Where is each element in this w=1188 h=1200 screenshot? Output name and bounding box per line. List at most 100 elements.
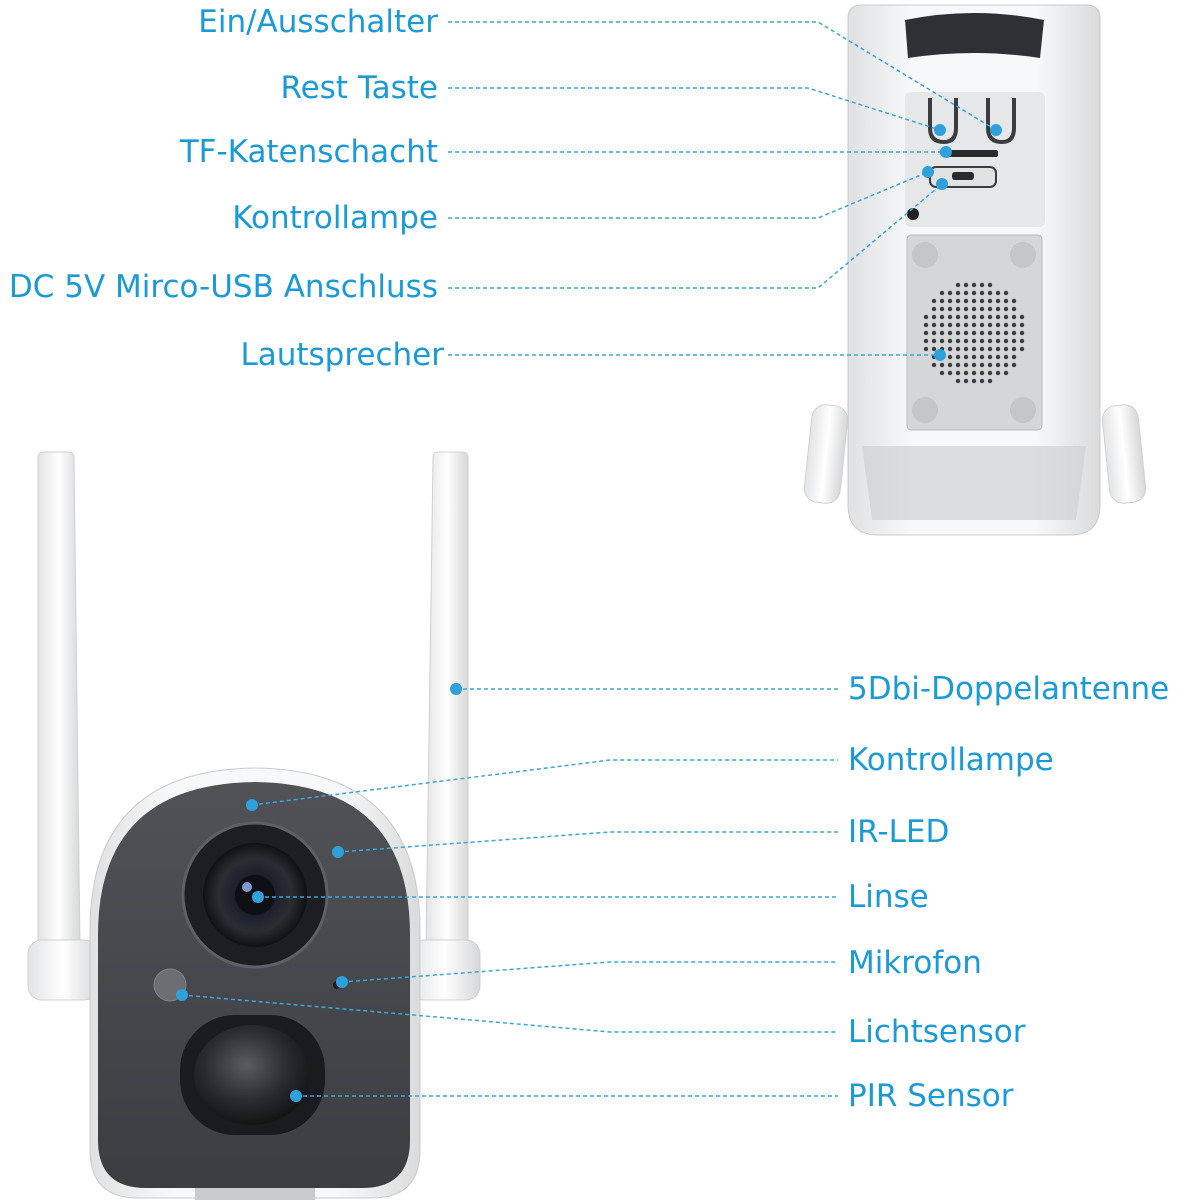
speaker-hole <box>923 314 929 320</box>
speaker-hole <box>955 354 961 360</box>
label-indicator-lamp-front: Kontrollampe <box>848 742 1054 778</box>
tf-slot-shape <box>946 150 998 157</box>
speaker-hole <box>995 298 1001 304</box>
speaker-hole <box>1003 290 1009 296</box>
speaker-screw <box>912 397 938 423</box>
speaker-hole <box>1011 298 1017 304</box>
label-microphone: Mikrofon <box>848 945 982 981</box>
speaker-hole <box>971 306 977 312</box>
speaker-hole <box>947 306 953 312</box>
speaker-hole <box>987 306 993 312</box>
speaker-hole <box>971 290 977 296</box>
speaker-hole <box>971 298 977 304</box>
speaker-hole <box>1019 314 1025 320</box>
label-reset-button: Rest Taste <box>280 70 438 106</box>
lens-reflection <box>242 882 252 892</box>
speaker-hole <box>923 338 929 344</box>
speaker-hole <box>1011 330 1017 336</box>
speaker-hole <box>963 354 969 360</box>
callout-dots <box>176 124 1002 1102</box>
speaker-hole <box>963 298 969 304</box>
speaker-hole <box>931 298 937 304</box>
speaker-hole <box>947 298 953 304</box>
speaker-hole <box>947 362 953 368</box>
speaker-hole <box>1019 346 1025 352</box>
speaker-hole <box>939 306 945 312</box>
speaker-hole <box>955 290 961 296</box>
speaker-hole <box>987 330 993 336</box>
speaker-hole <box>979 378 985 384</box>
speaker-hole <box>1003 346 1009 352</box>
antenna-left <box>37 451 81 961</box>
speaker-hole <box>931 346 937 352</box>
speaker-hole <box>979 354 985 360</box>
speaker-hole <box>971 314 977 320</box>
speaker-hole <box>979 338 985 344</box>
dot-back-lamp <box>922 166 934 178</box>
speaker-hole <box>971 354 977 360</box>
speaker-hole <box>971 322 977 328</box>
speaker-hole <box>931 330 937 336</box>
speaker-hole <box>1011 338 1017 344</box>
speaker-hole <box>1003 330 1009 336</box>
back-lower-shade <box>862 446 1086 520</box>
antenna-base-left <box>27 939 99 1001</box>
speaker-hole <box>955 338 961 344</box>
speaker-hole <box>987 362 993 368</box>
front-face <box>98 782 410 1188</box>
speaker-hole <box>963 362 969 368</box>
speaker-hole <box>1019 330 1025 336</box>
speaker-hole <box>939 290 945 296</box>
speaker-hole <box>995 322 1001 328</box>
speaker-hole <box>987 314 993 320</box>
speaker-screw <box>1010 242 1036 268</box>
speaker-hole <box>987 338 993 344</box>
label-tf-card-slot: TF-Katenschacht <box>179 134 438 170</box>
speaker-hole <box>939 370 945 376</box>
speaker-hole <box>971 346 977 352</box>
back-indicator-hole <box>907 208 919 220</box>
speaker-hole <box>979 298 985 304</box>
speaker-hole <box>1003 322 1009 328</box>
dot-antenna <box>450 683 462 695</box>
speaker-hole <box>963 378 969 384</box>
dot-reset <box>934 124 946 136</box>
speaker-hole <box>1003 354 1009 360</box>
dot-pir <box>290 1090 302 1102</box>
front-view-camera <box>27 451 481 1200</box>
speaker-hole <box>931 338 937 344</box>
label-ir-led: IR-LED <box>848 814 950 850</box>
speaker-hole <box>987 290 993 296</box>
speaker-hole <box>955 306 961 312</box>
speaker-hole <box>955 330 961 336</box>
speaker-hole <box>995 306 1001 312</box>
label-power-switch: Ein/Ausschalter <box>198 4 438 40</box>
speaker-hole <box>995 370 1001 376</box>
speaker-hole <box>987 354 993 360</box>
dot-ir-led <box>332 846 344 858</box>
speaker-hole <box>979 290 985 296</box>
dot-power-switch <box>990 124 1002 136</box>
speaker-hole <box>987 378 993 384</box>
speaker-hole <box>1003 306 1009 312</box>
speaker-hole <box>947 338 953 344</box>
speaker-hole <box>955 346 961 352</box>
speaker-hole <box>971 362 977 368</box>
speaker-hole <box>963 370 969 376</box>
speaker-hole <box>971 370 977 376</box>
speaker-hole <box>1019 322 1025 328</box>
speaker-hole <box>971 330 977 336</box>
speaker-hole <box>947 370 953 376</box>
leader-line-ir-led <box>337 831 838 853</box>
speaker-hole <box>1003 298 1009 304</box>
speaker-hole <box>947 330 953 336</box>
speaker-hole <box>1003 314 1009 320</box>
speaker-hole <box>955 378 961 384</box>
speaker-hole <box>995 314 1001 320</box>
reset-button-shape <box>986 98 1016 145</box>
speaker-hole <box>1011 314 1017 320</box>
speaker-hole <box>963 314 969 320</box>
speaker-hole <box>1003 338 1009 344</box>
